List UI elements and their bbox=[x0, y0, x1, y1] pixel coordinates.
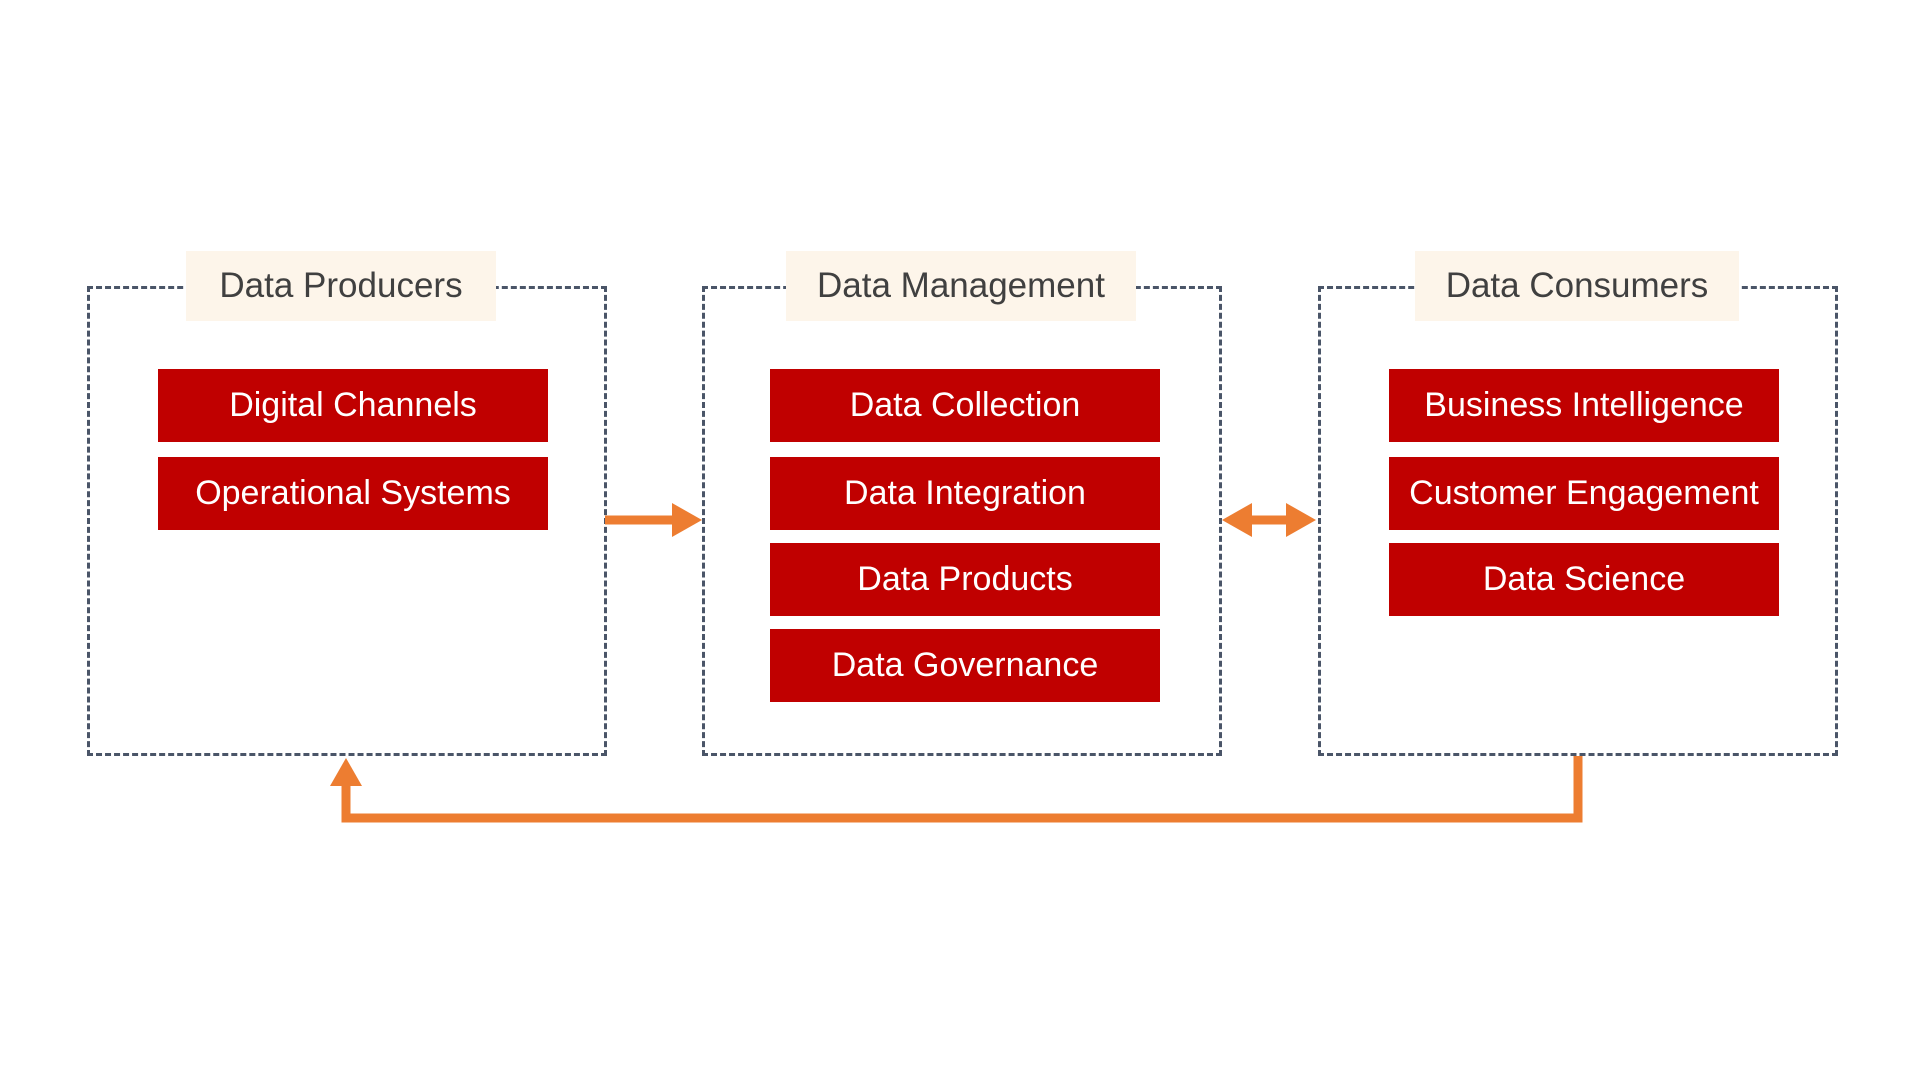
consumers-title: Data Consumers bbox=[1415, 251, 1739, 321]
producers-to-management-arrow bbox=[605, 503, 702, 537]
producers-title: Data Producers bbox=[186, 251, 496, 321]
management-item-data-collection: Data Collection bbox=[770, 369, 1160, 442]
consumers-item-data-science: Data Science bbox=[1389, 543, 1779, 616]
producers-item-operational-systems: Operational Systems bbox=[158, 457, 548, 530]
producers-panel: Data Producers Digital Channels Operatio… bbox=[87, 251, 607, 756]
management-title: Data Management bbox=[786, 251, 1136, 321]
consumers-item-business-intelligence: Business Intelligence bbox=[1389, 369, 1779, 442]
feedback-loop-arrow bbox=[330, 756, 1583, 823]
management-item-data-products: Data Products bbox=[770, 543, 1160, 616]
management-item-data-governance: Data Governance bbox=[770, 629, 1160, 702]
consumers-item-customer-engagement: Customer Engagement bbox=[1389, 457, 1779, 530]
consumers-panel: Data Consumers Business Intelligence Cus… bbox=[1318, 251, 1838, 756]
management-panel: Data Management Data Collection Data Int… bbox=[702, 251, 1222, 756]
producers-item-digital-channels: Digital Channels bbox=[158, 369, 548, 442]
management-item-data-integration: Data Integration bbox=[770, 457, 1160, 530]
management-consumers-bidirectional-arrow bbox=[1222, 503, 1316, 537]
